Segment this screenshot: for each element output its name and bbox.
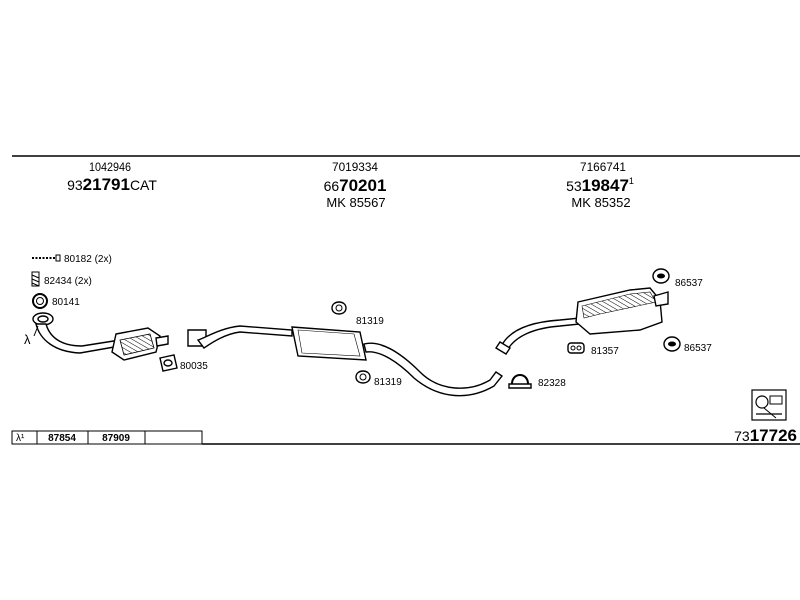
part-number-large: 6670201 [324,176,387,195]
callout-ring: 80141 [52,297,80,308]
rubber-mount-top-icon [652,268,670,284]
header-col-3: 7166741 53198471 MK 85352 [566,160,634,210]
table-cell-lambda: λ¹ [16,433,25,444]
front-pipe-icon [32,312,121,354]
table-cell-2: 87909 [102,433,130,444]
callout-rear-top: 86537 [675,278,703,289]
part-main: 21791 [83,175,130,194]
part-main: 70201 [339,176,386,195]
reference-number: 7317726 [734,426,797,445]
part-prefix: 53 [566,178,582,194]
middle-pipe-icon [187,325,504,397]
part-number-small: 7166741 [580,160,626,174]
bolt-icon [32,254,61,262]
spring-icon [31,271,40,287]
catalyst-icon [111,327,169,361]
header-col-2: 7019334 6670201 MK 85567 [324,160,387,210]
table-cell-1: 87854 [48,433,76,444]
callout-hanger-bottom: 81319 [374,377,402,388]
hanger-top-icon [331,301,347,315]
mk-number: MK 85567 [326,195,385,210]
part-number-large: 9321791CAT [67,175,157,194]
logo-icon [751,389,787,421]
callout-rear-mid: 81357 [591,346,619,357]
part-suffix: CAT [130,177,157,193]
part-number-large: 53198471 [566,176,634,195]
rubber-strap-icon [567,342,585,354]
callout-rear-bottom: 86537 [684,343,712,354]
part-superscript: 1 [629,176,634,186]
part-number-small: 7019334 [332,160,378,174]
callout-hanger-top: 81319 [356,316,384,327]
reference-table: λ¹ 87854 87909 [11,430,203,445]
callout-clamp: 82328 [538,378,566,389]
ring-icon [32,293,48,309]
callout-spring: 82434 (2x) [44,276,92,287]
hanger-bottom-icon [355,370,371,384]
callout-gasket: 80035 [180,361,208,372]
lambda-label: λ [24,332,31,347]
part-prefix: 66 [324,178,340,194]
clamp-icon [508,374,532,389]
rear-muffler-icon [575,287,669,335]
reference-main: 17726 [750,426,797,445]
part-main: 19847 [582,176,629,195]
mk-number: MK 85352 [571,195,630,210]
gasket-icon [159,354,178,372]
reference-prefix: 73 [734,428,750,444]
callout-bolt: 80182 (2x) [64,254,112,265]
rubber-mount-bottom-icon [663,336,681,352]
part-number-small: 1042946 [89,160,131,174]
part-prefix: 93 [67,177,83,193]
header-col-1: 1042946 9321791CAT [67,160,157,194]
